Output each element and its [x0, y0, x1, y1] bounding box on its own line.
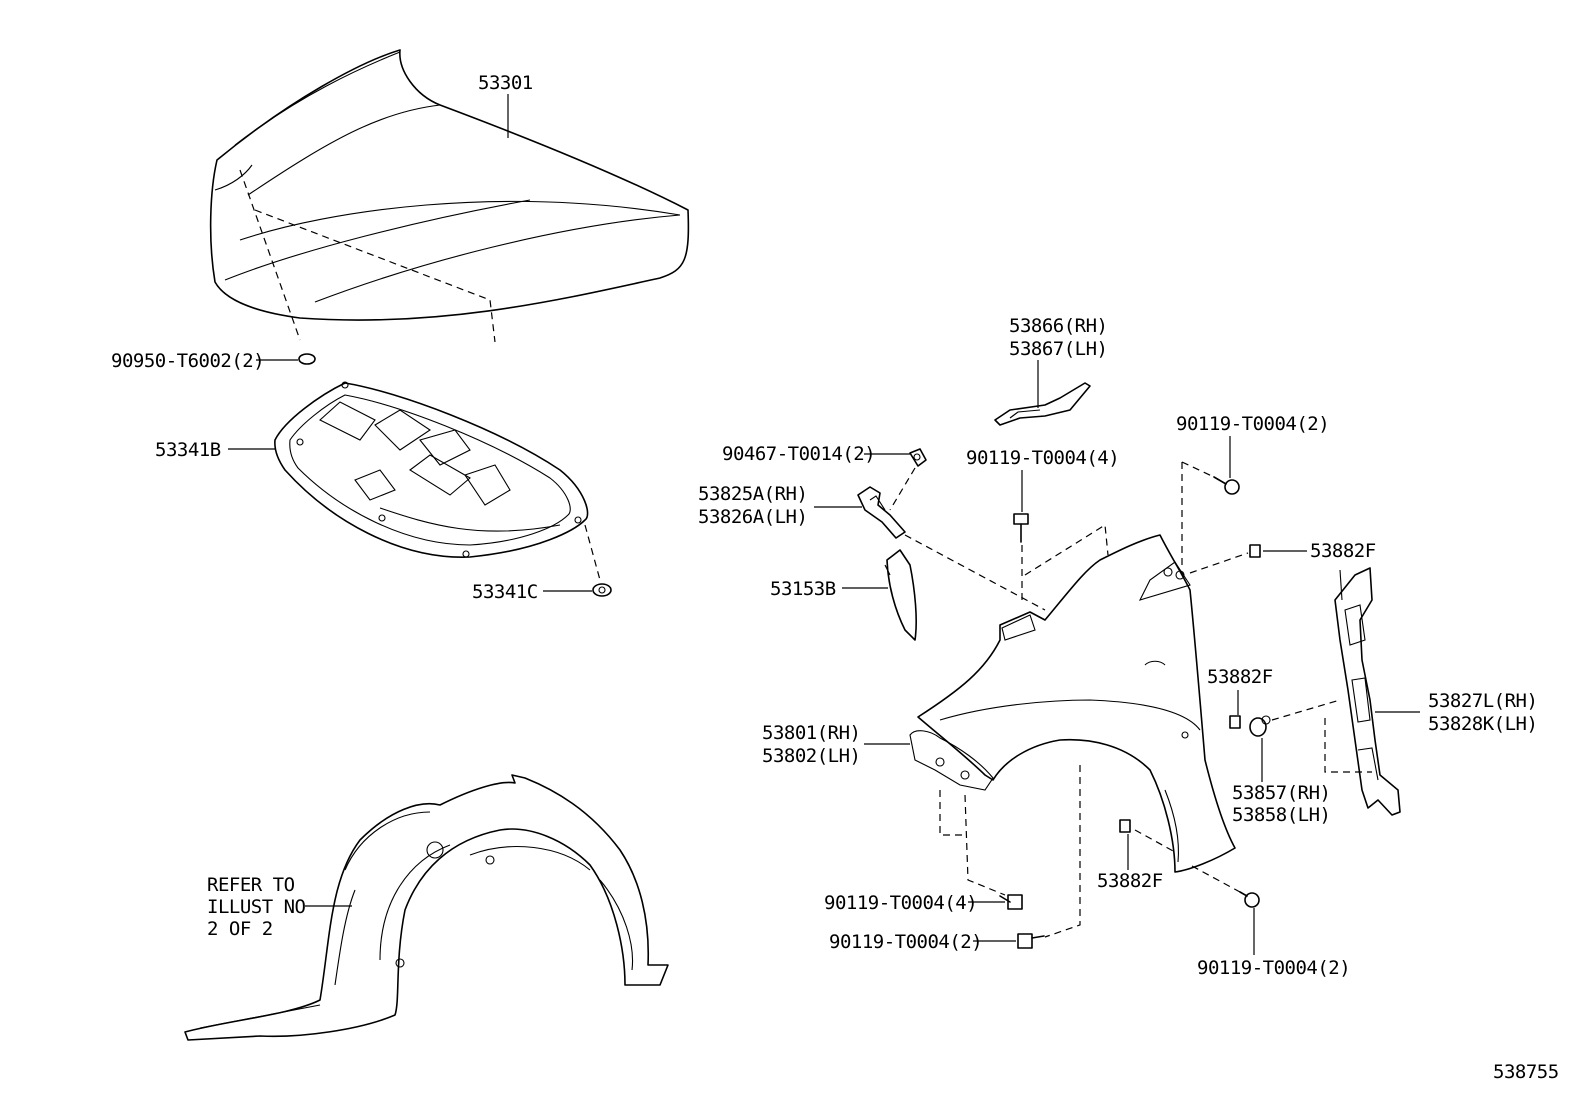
hood-insulator[interactable]	[274, 381, 589, 558]
label-2-of-2: 2 OF 2	[207, 918, 273, 940]
grommet[interactable]	[1249, 715, 1271, 737]
bolt-center[interactable]	[1013, 513, 1029, 543]
label-90119-T0004-bottom-right: 90119-T0004(2)	[1197, 957, 1350, 979]
retainer-top[interactable]	[1249, 544, 1261, 558]
label-53867: 53867(LH)	[1009, 338, 1107, 360]
label-53857: 53857(RH)	[1232, 782, 1330, 804]
label-53341C: 53341C	[472, 581, 538, 603]
label-90119-T0004-bottom-2: 90119-T0004(2)	[829, 931, 982, 953]
label-53827L: 53827L(RH)	[1428, 690, 1537, 712]
label-53801: 53801(RH)	[762, 722, 860, 744]
label-53828K: 53828K(LH)	[1428, 713, 1537, 735]
insulator-clip[interactable]	[592, 583, 612, 597]
label-90119-T0004-center: 90119-T0004(4)	[966, 447, 1119, 469]
hood-panel[interactable]	[209, 49, 690, 343]
clip-90467[interactable]	[909, 448, 927, 467]
label-53826A: 53826A(LH)	[698, 506, 807, 528]
fender-liner-reference[interactable]	[184, 774, 669, 1041]
fender-bracket[interactable]	[857, 486, 906, 539]
label-90119-T0004-top-right: 90119-T0004(2)	[1176, 413, 1329, 435]
fender-seal[interactable]	[994, 382, 1091, 426]
label-90467-T0014: 90467-T0014(2)	[722, 443, 875, 465]
fender-side-liner[interactable]	[1334, 567, 1401, 816]
bolt-bottom-4[interactable]	[999, 894, 1023, 910]
label-53153B: 53153B	[770, 578, 836, 600]
label-53882F-top: 53882F	[1310, 540, 1376, 562]
label-53882F-mid: 53882F	[1207, 666, 1273, 688]
label-53882F-bottom: 53882F	[1097, 870, 1163, 892]
bolt-bottom-right[interactable]	[1239, 891, 1260, 908]
cushion-grommet[interactable]	[298, 353, 316, 365]
label-53825A: 53825A(RH)	[698, 483, 807, 505]
bolt-bottom-2[interactable]	[1017, 933, 1045, 949]
retainer-bottom[interactable]	[1119, 819, 1131, 833]
label-53858: 53858(LH)	[1232, 804, 1330, 826]
label-illust-no: ILLUST NO	[207, 896, 306, 918]
retainer-mid[interactable]	[1229, 715, 1241, 729]
label-53301: 53301	[478, 72, 533, 94]
label-53802: 53802(LH)	[762, 745, 860, 767]
label-90119-T0004-bottom-4: 90119-T0004(4)	[824, 892, 977, 914]
bolt-top-right[interactable]	[1213, 476, 1240, 495]
label-refer-to: REFER TO	[207, 874, 295, 896]
front-fender[interactable]	[909, 534, 1236, 873]
label-90950-T6002: 90950-T6002(2)	[111, 350, 264, 372]
label-53866: 53866(RH)	[1009, 315, 1107, 337]
diagram-number: 538755	[1493, 1061, 1559, 1083]
label-53341B: 53341B	[155, 439, 221, 461]
fender-pad[interactable]	[884, 549, 917, 641]
